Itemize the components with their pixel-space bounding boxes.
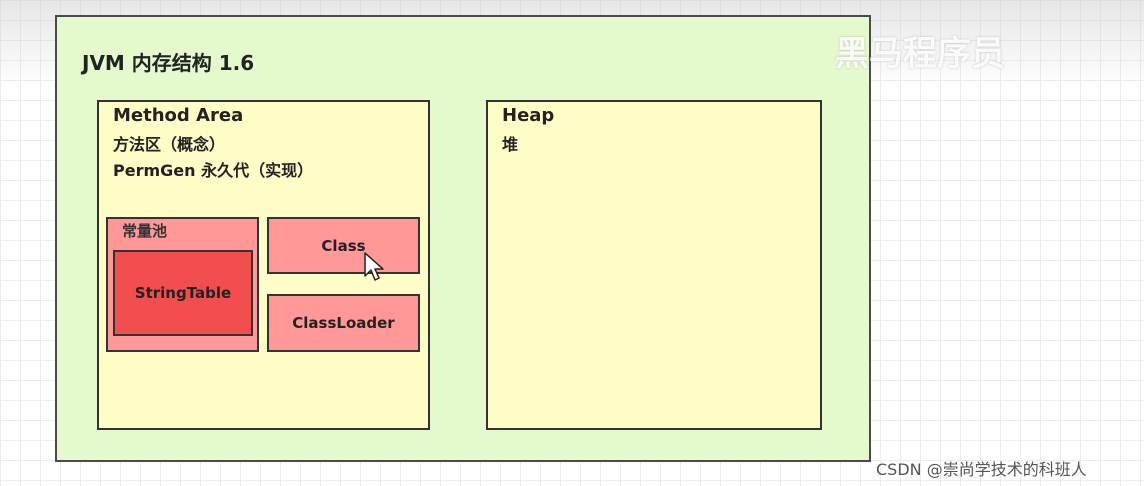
heap-box xyxy=(486,100,822,430)
string-table-box: StringTable xyxy=(113,250,253,336)
method-area-concept: 方法区（概念） xyxy=(113,135,226,154)
class-box: Class xyxy=(267,217,420,274)
heap-subtitle: 堆 xyxy=(502,135,519,154)
classloader-box: ClassLoader xyxy=(267,294,420,352)
method-area-impl: PermGen 永久代（实现） xyxy=(113,161,314,180)
constant-pool-label: 常量池 xyxy=(122,222,168,240)
csdn-watermark: CSDN @崇尚学技术的科班人 xyxy=(876,460,1087,479)
heap-title: Heap xyxy=(502,105,555,126)
mouse-cursor-icon xyxy=(364,252,384,281)
diagram-title: JVM 内存结构 1.6 xyxy=(82,51,255,75)
method-area-title: Method Area xyxy=(113,105,244,126)
watermark-logo: 黑马程序员 xyxy=(835,34,1005,74)
